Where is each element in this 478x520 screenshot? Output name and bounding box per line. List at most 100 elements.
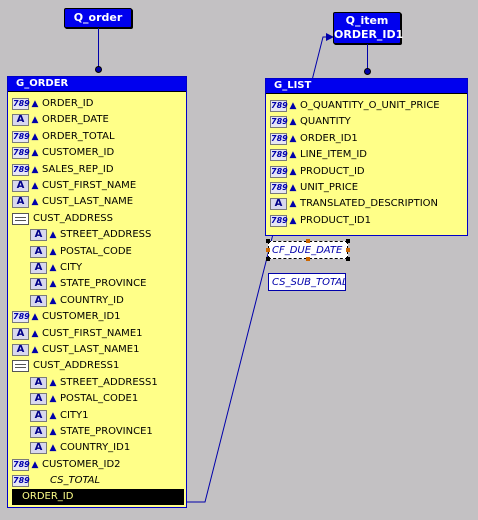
column-row[interactable]: CUST_ADDRESS1: [8, 358, 184, 374]
column-row[interactable]: A▲ORDER_DATE: [8, 112, 184, 128]
resize-handle[interactable]: [346, 248, 350, 252]
character-datatype-icon: A: [12, 196, 29, 209]
column-row[interactable]: A▲POSTAL_CODE1: [8, 391, 184, 407]
column-row[interactable]: 789▲PRODUCT_ID: [266, 164, 466, 180]
q-order-anchor-dot: [95, 66, 102, 73]
up-arrow-icon: ▲: [31, 312, 39, 323]
character-datatype-icon: A: [30, 294, 47, 307]
formula-cs-sub-total[interactable]: CS_SUB_TOTAL: [268, 273, 346, 291]
resize-handle[interactable]: [306, 257, 310, 261]
up-arrow-icon: ▲: [49, 246, 57, 257]
up-arrow-icon: ▲: [49, 295, 57, 306]
q-order-connector: [98, 28, 99, 68]
up-arrow-icon: ▲: [31, 328, 39, 339]
column-label: ORDER_ID1: [300, 132, 358, 144]
column-row[interactable]: A▲STREET_ADDRESS1: [8, 375, 184, 391]
column-row[interactable]: A▲TRANSLATED_DESCRIPTION: [266, 196, 466, 212]
column-row[interactable]: CUST_ADDRESS: [8, 211, 184, 227]
character-datatype-icon: A: [12, 114, 29, 127]
character-datatype-icon: A: [30, 409, 47, 422]
formula-cf-due-date-label: CF_DUE_DATE: [272, 245, 343, 256]
up-arrow-icon: ▲: [289, 150, 297, 161]
number-datatype-icon: 789: [270, 132, 288, 145]
column-row[interactable]: A▲STATE_PROVINCE: [8, 276, 184, 292]
query-q-order-label: Q_order: [73, 11, 123, 24]
column-label: LINE_ITEM_ID: [300, 149, 367, 161]
up-arrow-icon: ▲: [31, 115, 39, 126]
column-row[interactable]: A▲CITY1: [8, 408, 184, 424]
up-arrow-icon: ▲: [31, 181, 39, 191]
resize-handle[interactable]: [346, 239, 350, 243]
up-arrow-icon: ▲: [31, 197, 39, 208]
number-datatype-icon: 789: [12, 163, 30, 176]
column-row[interactable]: A▲CUST_FIRST_NAME: [8, 178, 184, 194]
up-arrow-icon: ▲: [31, 99, 39, 109]
column-row[interactable]: A▲COUNTRY_ID: [8, 293, 184, 309]
column-row[interactable]: 789▲O_QUANTITY_O_UNIT_PRICE: [266, 98, 466, 114]
column-row[interactable]: 789▲CUSTOMER_ID2: [8, 457, 184, 473]
column-label: CUST_ADDRESS: [33, 212, 113, 224]
number-datatype-icon: 789: [12, 458, 30, 471]
column-row[interactable]: 789▲UNIT_PRICE: [266, 180, 466, 196]
character-datatype-icon: A: [30, 262, 47, 274]
resize-handle[interactable]: [346, 257, 350, 261]
column-row[interactable]: 789▲CUSTOMER_ID1: [8, 309, 184, 325]
column-row[interactable]: A▲CUST_FIRST_NAME1: [8, 326, 184, 342]
query-q-item-column: ORDER_ID1: [334, 28, 404, 41]
query-q-item[interactable]: Q_item ORDER_ID1: [333, 12, 404, 44]
column-label: COUNTRY_ID1: [60, 442, 131, 454]
up-arrow-icon: ▲: [31, 345, 39, 355]
group-column-icon: [12, 360, 29, 373]
up-arrow-icon: ▲: [289, 166, 297, 177]
column-row[interactable]: 789▲ORDER_ID1: [266, 131, 466, 147]
character-datatype-icon: A: [30, 393, 47, 406]
column-row[interactable]: 789▲QUANTITY: [266, 114, 466, 130]
number-datatype-icon: 789: [270, 214, 288, 227]
column-row[interactable]: 789▲LINE_ITEM_ID: [266, 147, 466, 163]
up-arrow-icon: ▲: [49, 230, 57, 241]
column-row[interactable]: A▲STREET_ADDRESS: [8, 227, 184, 243]
column-label: ORDER_ID: [42, 98, 94, 109]
resize-handle[interactable]: [306, 239, 310, 243]
column-label: POSTAL_CODE: [60, 245, 132, 257]
up-arrow-icon: ▲: [31, 164, 39, 175]
column-row[interactable]: A▲CUST_LAST_NAME1: [8, 342, 184, 358]
column-row[interactable]: 789▲CUSTOMER_ID: [8, 145, 184, 161]
column-label: CUSTOMER_ID1: [42, 311, 121, 323]
column-label: ORDER_TOTAL: [42, 130, 115, 142]
number-datatype-icon: 789: [270, 165, 288, 178]
formula-cs-sub-total-label: CS_SUB_TOTAL: [272, 277, 346, 288]
column-row[interactable]: A▲COUNTRY_ID1: [8, 440, 184, 456]
group-column-icon: [12, 212, 29, 225]
resize-handle[interactable]: [266, 248, 270, 252]
column-row[interactable]: 789▲SALES_REP_ID: [8, 162, 184, 178]
column-label: PRODUCT_ID: [300, 165, 365, 177]
up-arrow-icon: ▲: [31, 459, 39, 470]
character-datatype-icon: A: [12, 180, 29, 192]
column-label: TRANSLATED_DESCRIPTION: [300, 198, 438, 210]
character-datatype-icon: A: [30, 442, 47, 455]
up-arrow-icon: ▲: [289, 101, 297, 111]
up-arrow-icon: ▲: [49, 410, 57, 421]
column-label: CUST_FIRST_NAME1: [42, 327, 143, 339]
up-arrow-icon: ▲: [289, 183, 297, 193]
column-row[interactable]: A▲CUST_LAST_NAME: [8, 194, 184, 210]
character-datatype-icon: A: [30, 229, 47, 242]
column-label: PRODUCT_ID1: [300, 214, 371, 226]
column-row[interactable]: A▲POSTAL_CODE: [8, 244, 184, 260]
column-row[interactable]: 789▲PRODUCT_ID1: [266, 213, 466, 229]
selected-column-row[interactable]: ORDER_ID: [12, 489, 184, 505]
resize-handle[interactable]: [266, 257, 270, 261]
column-row[interactable]: A▲STATE_PROVINCE1: [8, 424, 184, 440]
query-q-order[interactable]: Q_order: [64, 8, 132, 28]
column-row[interactable]: 789▲ORDER_ID: [8, 96, 184, 112]
column-row[interactable]: A▲CITY: [8, 260, 184, 276]
number-datatype-icon: 789: [12, 147, 30, 160]
resize-handle[interactable]: [266, 239, 270, 243]
up-arrow-icon: ▲: [289, 117, 297, 128]
up-arrow-icon: ▲: [49, 427, 57, 437]
column-row[interactable]: 789▲ORDER_TOTAL: [8, 129, 184, 145]
